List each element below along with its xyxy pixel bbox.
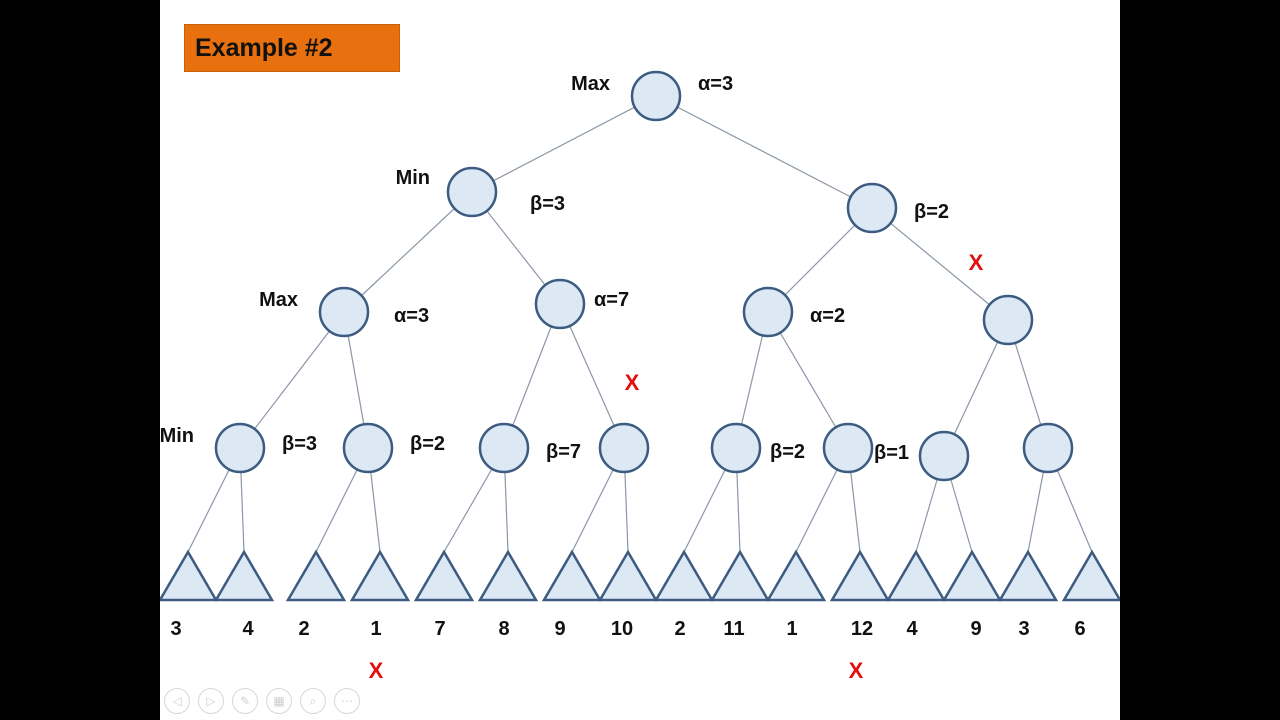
- leaf-node: [413, 549, 475, 602]
- leaf-node: [349, 549, 411, 602]
- node-type-label: Max: [571, 73, 610, 95]
- leaf-node: [829, 549, 891, 602]
- tree-node: [446, 166, 498, 218]
- tree-edge: [767, 311, 849, 449]
- leaf-node: [213, 549, 275, 602]
- tree-node: [214, 422, 266, 474]
- tree-node: [918, 430, 970, 482]
- leaf-node: [941, 549, 1003, 602]
- node-type-label: Min: [396, 167, 430, 189]
- prev-icon[interactable]: ◁: [164, 688, 190, 714]
- pruned-mark: X: [969, 250, 984, 275]
- leaf-value: 4: [906, 618, 918, 640]
- leaf-value: 9: [554, 618, 565, 640]
- leaf-value: 8: [498, 618, 509, 640]
- tree-node: [318, 286, 370, 338]
- bound-annotation: β=2: [770, 441, 805, 463]
- leaf-node: [765, 549, 827, 602]
- leaf-value: 9: [970, 618, 981, 640]
- leaf-node: [597, 549, 659, 602]
- node-type-label: Max: [259, 289, 298, 311]
- leaf-node: [653, 549, 715, 602]
- bound-annotation: α=7: [594, 289, 629, 311]
- tree-edge: [343, 191, 473, 313]
- tree-node: [710, 422, 762, 474]
- leaf-value: 3: [170, 618, 181, 640]
- bound-annotation: β=2: [914, 201, 949, 223]
- tree-edge: [503, 303, 561, 449]
- tree-node: [478, 422, 530, 474]
- tree-node: [1022, 422, 1074, 474]
- leaf-value: 2: [674, 618, 685, 640]
- leaf-node: [285, 549, 347, 602]
- tree-edge: [559, 303, 625, 449]
- leaf-node: [1061, 549, 1120, 602]
- tree-node: [598, 422, 650, 474]
- leaf-value: 6: [1074, 618, 1085, 640]
- tree-node: [982, 294, 1034, 346]
- leaf-node: [160, 549, 219, 602]
- pen-icon[interactable]: ✎: [232, 688, 258, 714]
- tree-edge: [239, 311, 345, 449]
- bound-annotation: β=3: [282, 433, 317, 455]
- tree-node: [846, 182, 898, 234]
- leaf-value: 2: [298, 618, 309, 640]
- tree-node: [534, 278, 586, 330]
- leaf-node: [885, 549, 947, 602]
- leaf-node: [997, 549, 1059, 602]
- tree-node: [742, 286, 794, 338]
- tree-edge: [471, 95, 657, 193]
- leaf-value: 4: [242, 618, 254, 640]
- tree-node: [342, 422, 394, 474]
- node-type-label: Min: [160, 425, 194, 447]
- leaf-value: 3: [1018, 618, 1029, 640]
- slideshow-controls: ◁ ▷ ✎ ▦ ⌕ ⋯: [164, 688, 360, 714]
- leaf-value: 12: [851, 618, 873, 640]
- zoom-icon[interactable]: ⌕: [300, 688, 326, 714]
- slide-title: Example #2: [184, 24, 400, 72]
- bound-annotation: α=3: [394, 305, 429, 327]
- pruned-mark: X: [625, 370, 640, 395]
- bound-annotation: α=2: [810, 305, 845, 327]
- bound-annotation: β=1: [874, 442, 909, 464]
- tree-node: [822, 422, 874, 474]
- leaf-value: 1: [370, 618, 381, 640]
- leaf-value: 7: [434, 618, 445, 640]
- leaf-value: 1: [786, 618, 797, 640]
- bound-annotation: β=2: [410, 433, 445, 455]
- tree-edge: [655, 95, 873, 209]
- bound-annotation: β=3: [530, 193, 565, 215]
- next-icon[interactable]: ▷: [198, 688, 224, 714]
- more-icon[interactable]: ⋯: [334, 688, 360, 714]
- tree-node: [630, 70, 682, 122]
- pruned-mark: X: [369, 658, 384, 683]
- tree-edge: [871, 207, 1009, 321]
- leaf-value: 10: [611, 618, 633, 640]
- slides-icon[interactable]: ▦: [266, 688, 292, 714]
- bound-annotation: α=3: [698, 73, 733, 95]
- bound-annotation: β=7: [546, 441, 581, 463]
- leaf-node: [709, 549, 771, 602]
- leaf-node: [477, 549, 539, 602]
- pruned-mark: X: [849, 658, 864, 683]
- leaf-node: [541, 549, 603, 602]
- leaf-value: 11: [723, 618, 744, 640]
